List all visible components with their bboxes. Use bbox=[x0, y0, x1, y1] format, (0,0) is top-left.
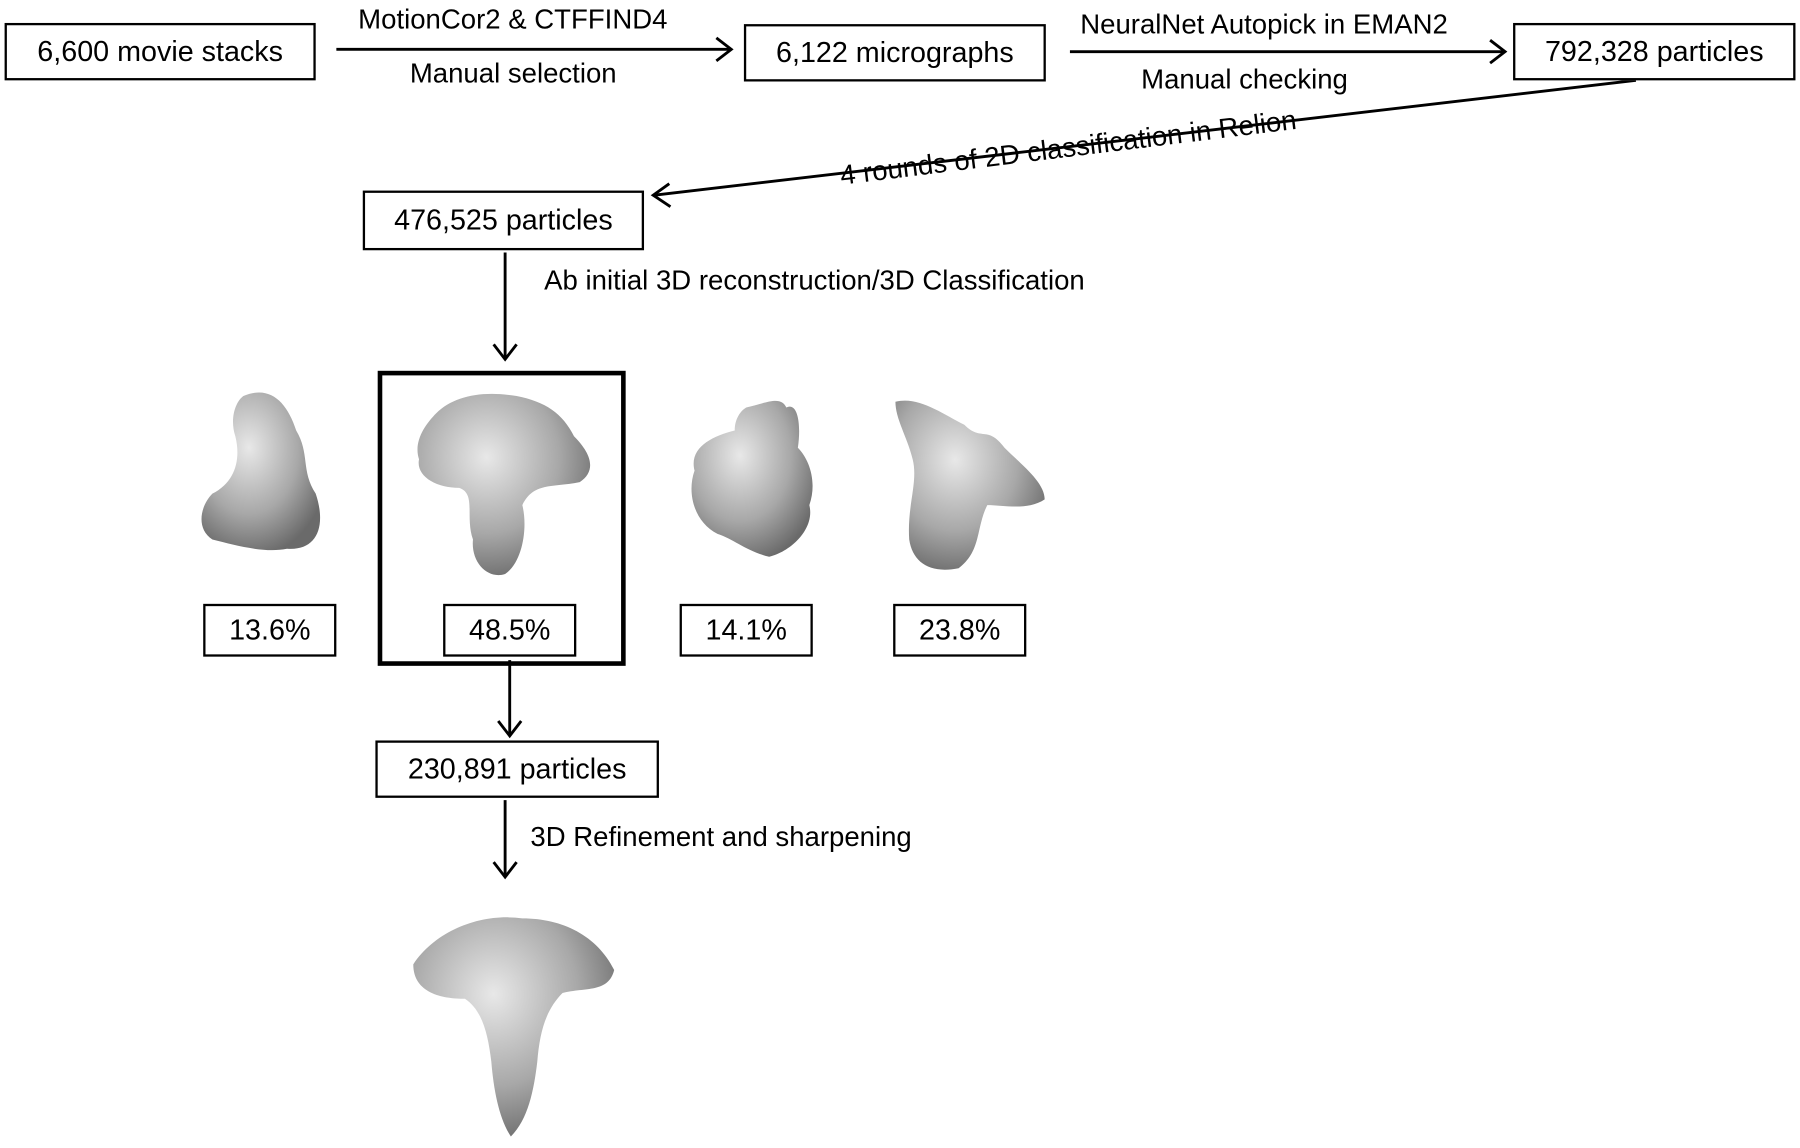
refined-density-map bbox=[413, 917, 615, 1137]
arrow-movies-to-micrographs bbox=[336, 36, 734, 62]
density-map-class-2 bbox=[417, 393, 591, 576]
manual-checking-label: Manual checking bbox=[1141, 64, 1348, 96]
3d-classification-label: Ab initial 3D reconstruction/3D Classifi… bbox=[544, 265, 1085, 297]
class-1-percent: 13.6% bbox=[203, 603, 337, 657]
movie-stacks-box: 6,600 movie stacks bbox=[4, 22, 316, 81]
arrow-to-final-particles bbox=[497, 660, 523, 739]
density-map-class-1 bbox=[201, 392, 321, 551]
micrographs-box: 6,122 micrographs bbox=[743, 24, 1046, 82]
motioncor-label: MotionCor2 & CTFFIND4 bbox=[358, 4, 668, 36]
2d-particles-box: 476,525 particles bbox=[362, 190, 645, 251]
selected-class-highlight bbox=[377, 370, 626, 666]
manual-selection-label: Manual selection bbox=[409, 58, 617, 90]
final-particles-box: 230,891 particles bbox=[375, 740, 659, 798]
arrow-micrographs-to-particles bbox=[1069, 39, 1508, 65]
autopick-label: NeuralNet Autopick in EMAN2 bbox=[1080, 9, 1448, 41]
arrow-2d-classification bbox=[650, 78, 1637, 208]
class-4-percent: 23.8% bbox=[893, 603, 1027, 657]
picked-particles-box: 792,328 particles bbox=[1513, 22, 1796, 81]
density-map-class-3 bbox=[691, 400, 813, 557]
class-2-percent: 48.5% bbox=[443, 603, 577, 657]
arrow-to-3d-classes bbox=[492, 252, 518, 362]
arrow-to-refined-map bbox=[492, 800, 518, 880]
refinement-label: 3D Refinement and sharpening bbox=[530, 821, 912, 853]
density-map-class-4 bbox=[895, 400, 1045, 570]
class-3-percent: 14.1% bbox=[679, 603, 813, 657]
